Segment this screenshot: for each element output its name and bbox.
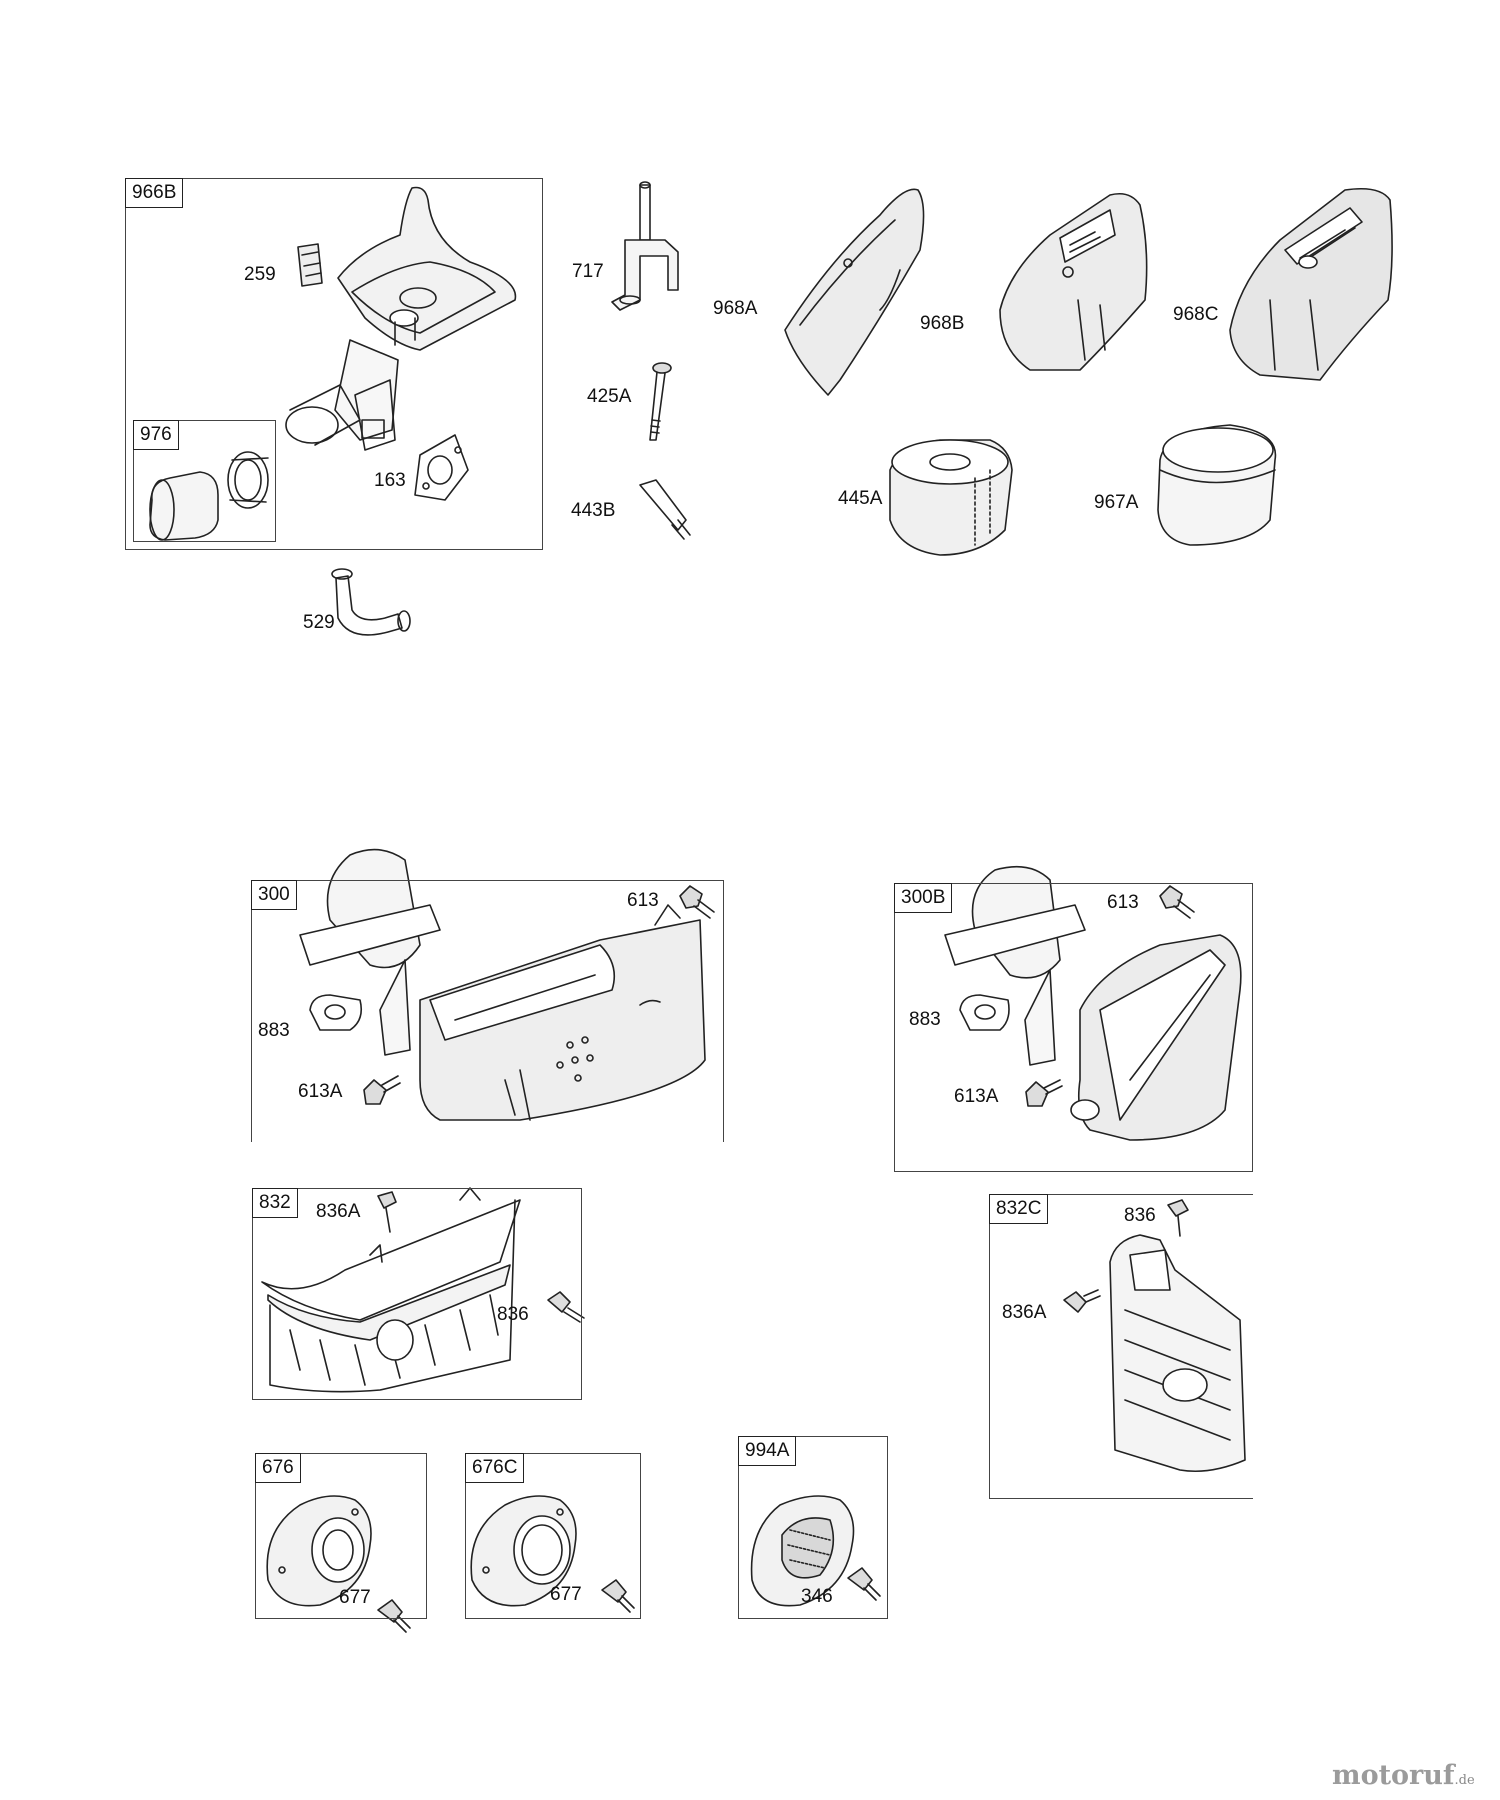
part-label-883-group-300b: 883 [909,1009,941,1030]
part-label-259: 259 [244,264,276,285]
part-label-346: 346 [801,1586,833,1607]
watermark-tld: .de [1454,1773,1475,1788]
clip-259-drawing [297,243,323,287]
part-label-836a-group-832c: 836A [1002,1302,1047,1323]
bracket-717-drawing [611,181,679,311]
deflector-832c-drawing [1109,1234,1246,1473]
part-label-968a: 968A [713,298,758,319]
part-label-968b: 968B [920,313,965,334]
part-label-613-group-300: 613 [627,890,659,911]
screw-836-a-drawing [547,1291,585,1323]
part-label-677-group-676: 677 [339,1587,371,1608]
pre-cleaner-967a-drawing [1157,424,1277,546]
group-tag-300b: 300B [894,883,953,913]
cover-968b-drawing [999,192,1148,371]
cover-968c-drawing [1229,187,1393,381]
part-label-445a: 445A [838,488,883,509]
group-tag-832c: 832C [989,1194,1049,1224]
part-label-529: 529 [303,612,335,633]
part-label-968c: 968C [1173,304,1219,325]
gasket-883-a-drawing [309,994,363,1031]
part-label-677-group-676c: 677 [550,1584,582,1605]
group-frame-300b [894,883,1253,1172]
screw-425a-drawing [649,362,672,441]
part-label-717: 717 [572,261,604,282]
gasket-883-b-drawing [959,994,1010,1031]
group-frame-300 [251,880,724,1142]
muffler-300b-drawing [944,865,1242,1141]
group-frame-994a [738,1436,888,1619]
group-frame-676c [465,1453,641,1619]
group-tag-676c: 676C [465,1453,525,1483]
screw-677-b-drawing [601,1579,635,1613]
bolt-613a-a-drawing [363,1075,401,1105]
stud-443b-drawing [639,479,691,540]
group-tag-676: 676 [255,1453,301,1483]
part-label-613a-group-300: 613A [298,1081,343,1102]
gasket-163-drawing [414,434,469,501]
elbow-pipe-529-drawing [331,568,411,636]
part-label-836-group-832c: 836 [1124,1205,1156,1226]
part-label-425a: 425A [587,386,632,407]
arrestor-676c-drawing [470,1495,577,1607]
part-label-883-group-300: 883 [258,1020,290,1041]
arrestor-676-drawing [266,1495,372,1607]
part-label-443b: 443B [571,500,616,521]
bolt-613-b-drawing [1159,885,1195,919]
group-frame-966b [125,178,543,550]
bolt-613a-b-drawing [1025,1079,1063,1107]
connector-976-drawing [149,451,269,541]
part-label-967a: 967A [1094,492,1139,513]
watermark-name: motoruf [1332,1760,1455,1791]
group-frame-676 [255,1453,427,1619]
group-tag-994a: 994A [738,1436,797,1466]
motoruf-watermark-logo: motoruf.de [1332,1760,1475,1791]
air-cleaner-base-drawing [285,186,517,451]
group-tag-300: 300 [251,880,297,910]
part-label-613a-group-300b: 613A [954,1086,999,1107]
part-label-836-group-832: 836 [497,1304,529,1325]
group-tag-976: 976 [133,420,179,450]
cover-968a-drawing [784,188,925,396]
screw-346-drawing [847,1567,881,1601]
muffler-300-drawing [299,848,706,1121]
screw-836a-b-drawing [1063,1289,1101,1313]
screw-836a-a-drawing [377,1191,397,1233]
screw-836-b-drawing [1167,1199,1189,1237]
part-label-613-group-300b: 613 [1107,892,1139,913]
air-filter-445a-drawing [889,439,1013,556]
deflector-832-drawing [261,1187,521,1393]
part-label-836a-group-832: 836A [316,1201,361,1222]
group-frame-832 [252,1188,582,1400]
group-tag-832: 832 [252,1188,298,1218]
group-frame-832c [989,1194,1253,1499]
screen-994a-drawing [750,1495,855,1607]
part-label-163: 163 [374,470,406,491]
bolt-613-a-drawing [679,885,715,919]
group-tag-966b: 966B [125,178,184,208]
group-frame-976 [133,420,276,542]
